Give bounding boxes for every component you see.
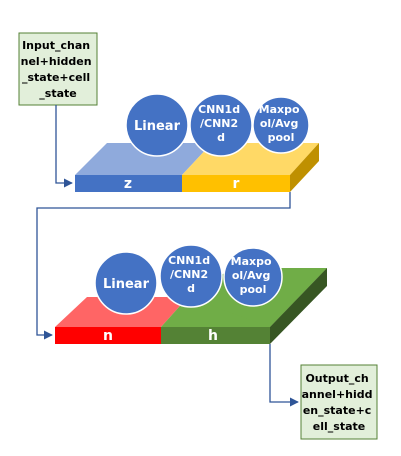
bottom-block-n-face <box>55 327 161 344</box>
bottom-cnn-label-line-2: /CNN2 <box>170 268 208 281</box>
output-label-line-2: annel+hidd <box>302 388 373 401</box>
bottom-pool-label-line-3: pool <box>240 283 267 296</box>
output-label-line-3: en_state+c <box>303 404 371 417</box>
bottom-block: n h Linear CNN1d /CNN2 d Maxpo ol/Avg po… <box>55 244 327 344</box>
top-cnn-label-line-3: d <box>217 131 225 144</box>
output-node: Output_ch annel+hidd en_state+c ell_stat… <box>300 364 378 440</box>
output-label-line-4: ell_state <box>313 420 365 433</box>
top-cnn-label-line-2: /CNN2 <box>200 117 238 130</box>
output-label-line-1: Output_ch <box>305 372 368 385</box>
top-block-side-face <box>290 143 319 192</box>
top-block-z-face <box>75 175 182 192</box>
top-block: z r Linear CNN1d /CNN2 d Maxpo ol/Avg po… <box>75 93 319 192</box>
output-box <box>300 364 378 440</box>
svg-text:Maxpo ol/Avg p: Maxpo ol/Avg pool <box>259 103 304 144</box>
top-cnn-node: CNN1d /CNN2 d <box>189 93 253 157</box>
input-label-line-1: Input_chan <box>22 39 90 52</box>
bottom-linear-node: Linear <box>94 251 158 315</box>
svg-text:Output_ch annel+hidd: Output_ch annel+hidd en_state+c ell_stat… <box>302 372 377 433</box>
top-pool-label-line-1: Maxpo <box>259 103 300 116</box>
svg-text:CNN1d /CNN2 d: CNN1d /CNN2 d <box>198 103 244 144</box>
bottom-pool-label-line-1: Maxpo <box>231 255 272 268</box>
top-block-left-top-face <box>75 143 212 175</box>
arrow-bottom-block-to-output <box>269 344 299 407</box>
svg-text:Linear: Linear <box>103 277 150 292</box>
top-pool-label-line-3: pool <box>268 131 295 144</box>
input-label-line-3: _state+cell <box>22 71 90 84</box>
top-cnn-label-line-1: CNN1d <box>198 103 240 116</box>
svg-text:CNN1d /CNN2 d: CNN1d /CNN2 d <box>168 254 214 295</box>
bottom-pool-label-line-2: ol/Avg <box>232 269 271 282</box>
top-linear-label: Linear <box>134 119 181 134</box>
r-label: r <box>233 176 240 192</box>
svg-text:Input_chan nel+hidden: Input_chan nel+hidden _state+cell _state <box>21 39 96 100</box>
input-node: Input_chan nel+hidden _state+cell _state <box>18 32 98 106</box>
h-label: h <box>208 328 218 344</box>
bottom-block-h-face <box>161 327 270 344</box>
svg-text:Maxpo ol/Avg p: Maxpo ol/Avg pool <box>231 255 276 296</box>
bottom-block-side-face <box>270 268 327 344</box>
input-label-line-2: nel+hidden <box>21 55 92 68</box>
top-linear-node: Linear <box>125 93 189 157</box>
bottom-pool-node: Maxpo ol/Avg pool <box>223 247 283 307</box>
bottom-cnn-label-line-3: d <box>187 282 195 295</box>
bottom-linear-label: Linear <box>103 277 150 292</box>
top-pool-node: Maxpo ol/Avg pool <box>252 96 310 154</box>
bottom-cnn-label-line-1: CNN1d <box>168 254 210 267</box>
svg-text:Linear: Linear <box>134 119 181 134</box>
top-block-r-face <box>182 175 290 192</box>
input-label-line-4: _state <box>39 87 76 100</box>
n-label: n <box>103 328 113 344</box>
top-pool-label-line-2: ol/Avg <box>260 117 299 130</box>
bottom-cnn-node: CNN1d /CNN2 d <box>159 244 223 308</box>
input-box <box>18 32 98 106</box>
z-label: z <box>124 176 132 192</box>
arrow-top-block-to-bottom-block <box>36 192 291 340</box>
arrow-input-to-top-block <box>55 105 73 188</box>
